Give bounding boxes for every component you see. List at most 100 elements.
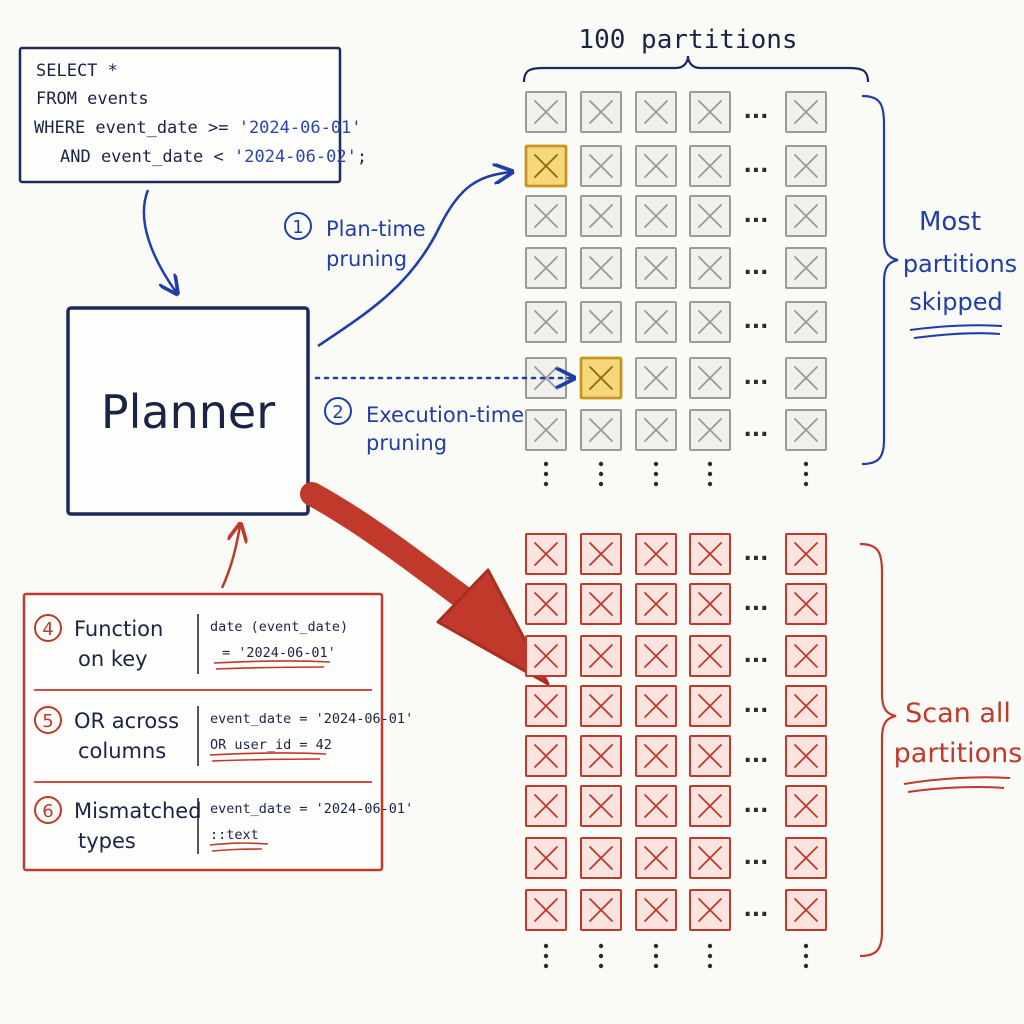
pruned-partition-selected [579, 356, 623, 400]
scanned-partition [689, 533, 731, 575]
row-ellipsis: ... [743, 417, 768, 442]
failure-case-title: Function [74, 617, 163, 641]
row-ellipsis: ... [743, 99, 768, 124]
scan-all-brace [859, 542, 897, 958]
scanned-partition [689, 735, 731, 777]
scanned-partition [525, 635, 567, 677]
row-ellipsis: ... [743, 845, 768, 870]
query-to-planner-arrow [142, 189, 176, 292]
scanned-partition [580, 837, 622, 879]
column-ellipsis [598, 461, 604, 487]
skipped-partition [525, 301, 567, 343]
row-ellipsis: ... [743, 591, 768, 616]
row-ellipsis: ... [743, 693, 768, 718]
scanned-partition [635, 685, 677, 727]
column-ellipsis [803, 943, 809, 969]
skipped-partition [785, 301, 827, 343]
skipped-partition [785, 91, 827, 133]
skipped-partition [580, 409, 622, 451]
skipped-partition [635, 91, 677, 133]
column-ellipsis [803, 461, 809, 487]
scanned-partition [525, 533, 567, 575]
scanned-partition [785, 685, 827, 727]
failure-case-number: 4 [42, 619, 53, 640]
execution-time-number: 2 [332, 402, 343, 423]
row-ellipsis: ... [743, 793, 768, 818]
skipped-partition [689, 145, 731, 187]
skipped-underline [909, 324, 1003, 339]
scanned-partition [580, 685, 622, 727]
failure-case-underline [209, 842, 269, 852]
plan-time-line1: Plan-time [326, 217, 426, 241]
scanned-partition [580, 635, 622, 677]
failure-case-code: OR user_id = 42 [210, 737, 332, 753]
skipped-partition [785, 195, 827, 237]
failure-case-title: on key [78, 647, 148, 671]
column-ellipsis [707, 461, 713, 487]
scanned-partition [785, 735, 827, 777]
skipped-partition [525, 91, 567, 133]
row-ellipsis: ... [743, 255, 768, 280]
plan-time-number: 1 [292, 217, 303, 238]
execution-time-line1: Execution-time [366, 403, 524, 427]
scanned-partition [525, 685, 567, 727]
failure-case-code: event_date = '2024-06-01' [210, 801, 413, 817]
row-ellipsis: ... [743, 153, 768, 178]
row-ellipsis: ... [743, 643, 768, 668]
skipped-label: skipped [909, 288, 1003, 316]
failure-cases-box [22, 592, 384, 872]
scan-partitions-label: partitions [894, 738, 1023, 769]
skipped-partition [580, 247, 622, 289]
failure-case-underline [213, 660, 331, 670]
plan-time-line2: pruning [326, 247, 407, 271]
planner-label: Planner [101, 385, 275, 439]
skipped-partition [580, 195, 622, 237]
most-label: Most [919, 207, 981, 237]
scanned-partition [785, 889, 827, 931]
scanned-partition [635, 785, 677, 827]
scanned-partition [580, 533, 622, 575]
scanned-partition [635, 635, 677, 677]
column-ellipsis [598, 943, 604, 969]
skipped-partition [785, 357, 827, 399]
column-ellipsis [653, 461, 659, 487]
sql-line-where: WHERE event_date >= '2024-06-01' [34, 118, 362, 138]
scanned-partition [785, 583, 827, 625]
failure-case-code: = '2024-06-01' [222, 645, 336, 661]
scan-all-label: Scan all [905, 698, 1011, 729]
row-ellipsis: ... [743, 309, 768, 334]
scanned-partition [635, 837, 677, 879]
partitions-brace [522, 55, 870, 83]
scanned-partition [525, 889, 567, 931]
skipped-partition [689, 91, 731, 133]
scanned-partition [580, 785, 622, 827]
scanned-partition [635, 583, 677, 625]
skipped-partition [635, 301, 677, 343]
skipped-partition [580, 145, 622, 187]
planner-box: Planner [66, 306, 310, 516]
sql-line-select: SELECT * [36, 61, 118, 81]
scanned-partition [580, 889, 622, 931]
column-ellipsis [543, 943, 549, 969]
failures-to-planner-arrow [220, 526, 240, 589]
scanned-partition [689, 635, 731, 677]
partitions-header: 100 partitions [578, 25, 797, 55]
pruned-partition-selected [524, 144, 568, 188]
row-ellipsis: ... [743, 897, 768, 922]
scanned-partition [785, 837, 827, 879]
scanned-partition [635, 533, 677, 575]
skipped-partition [635, 357, 677, 399]
scan-all-arrow [300, 482, 550, 686]
row-ellipsis: ... [743, 743, 768, 768]
skipped-partition [785, 145, 827, 187]
failure-case-code: ::text [210, 827, 259, 843]
scanned-partition [689, 837, 731, 879]
scanned-partition [525, 785, 567, 827]
skipped-partition [525, 247, 567, 289]
execution-time-annotation: 2 Execution-time pruning [324, 397, 524, 455]
skipped-brace [861, 94, 899, 466]
scanned-partition [785, 635, 827, 677]
failure-case-code: event_date = '2024-06-01' [210, 711, 413, 727]
